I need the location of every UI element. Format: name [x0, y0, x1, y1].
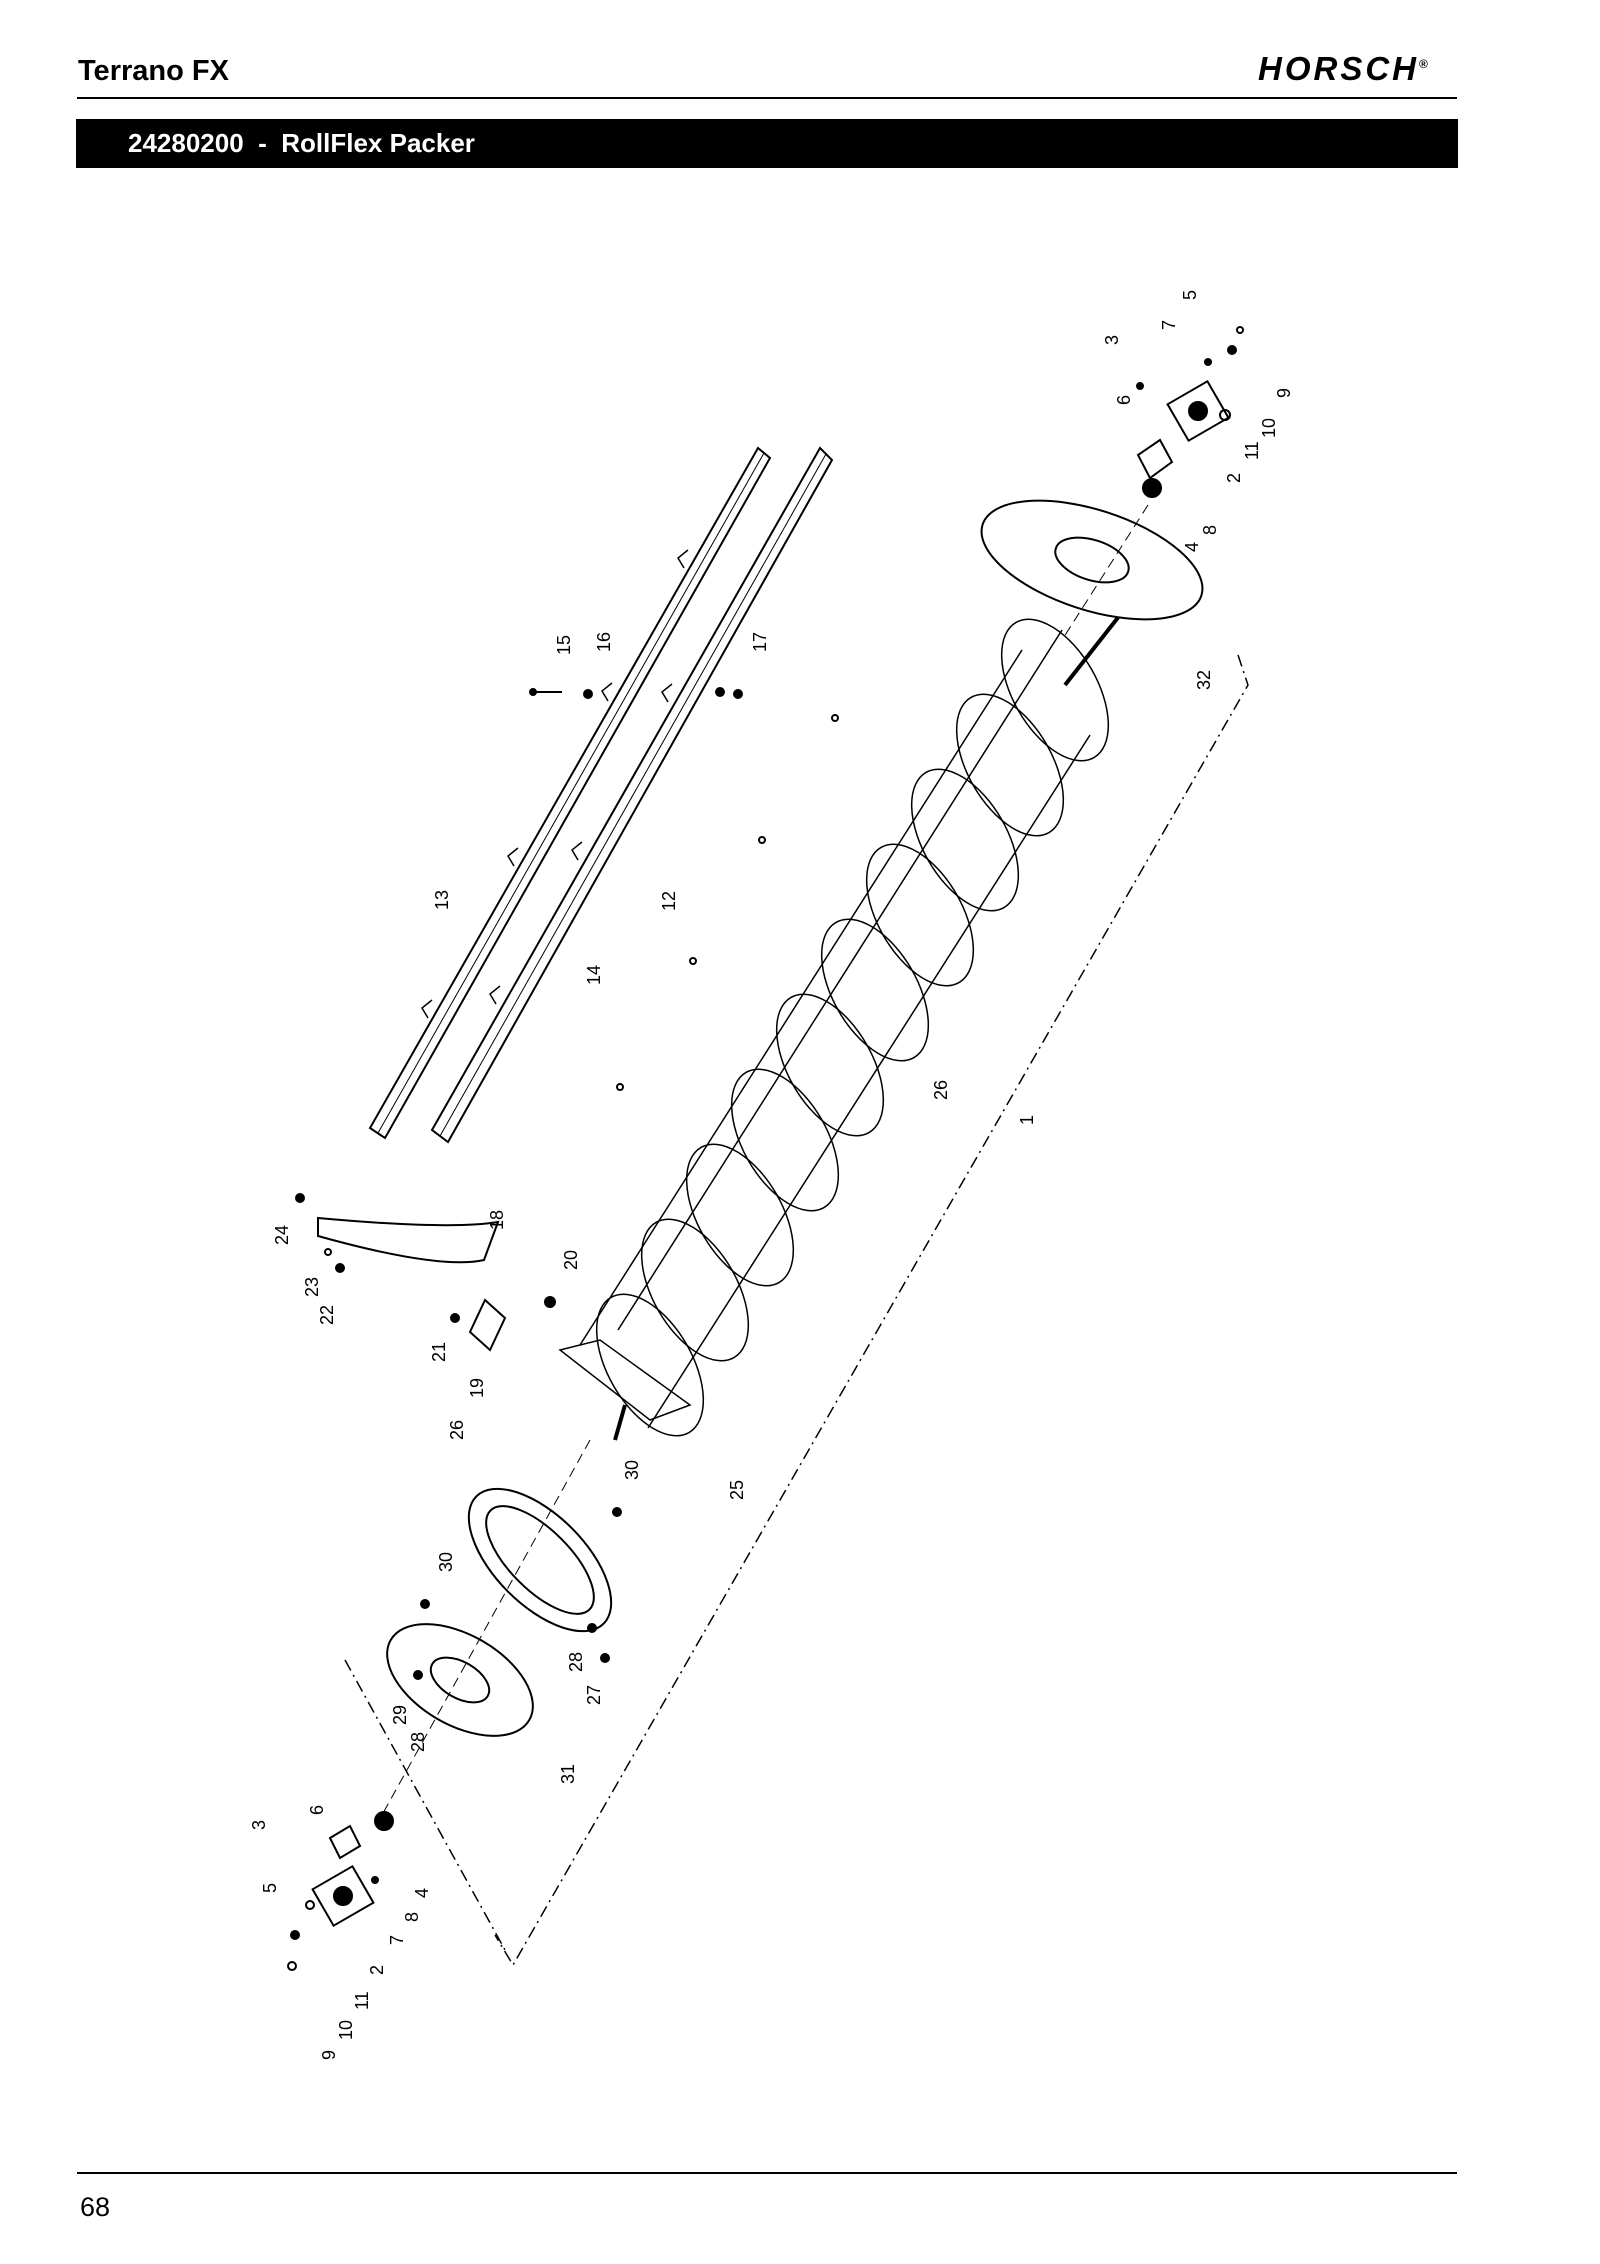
callout-4-left: 4 — [412, 1888, 432, 1898]
callout-9-left: 9 — [319, 2050, 339, 2060]
callout-3-left: 3 — [249, 1820, 269, 1830]
callout-20: 20 — [561, 1250, 581, 1270]
washer-12b — [758, 836, 766, 844]
washer-12c — [689, 957, 697, 965]
nut-17 — [715, 687, 725, 697]
callout-4: 4 — [1182, 542, 1202, 552]
roller-body — [579, 618, 1110, 1437]
left-assembly-line — [344, 1659, 506, 1951]
callout-30b: 30 — [622, 1460, 642, 1480]
washer-12d — [616, 1083, 624, 1091]
bolt-27 — [600, 1653, 610, 1663]
callout-2: 2 — [1224, 473, 1244, 483]
callout-3: 3 — [1102, 335, 1122, 345]
callout-19: 19 — [467, 1378, 487, 1398]
washer-12a — [831, 714, 839, 722]
frame-bar-14 — [430, 446, 834, 1144]
frame-bar-13 — [368, 446, 772, 1140]
bolt-20 — [544, 1296, 556, 1308]
document-model-title: Terrano FX — [78, 55, 229, 87]
section-title-bar: 24280200 - RollFlex Packer — [76, 119, 1458, 168]
roller-shaft — [1063, 613, 1122, 687]
bolt-15 — [529, 688, 562, 696]
callout-1: 1 — [1017, 1115, 1037, 1125]
logo-text: HORSCH — [1258, 50, 1420, 87]
centerline-right — [1061, 504, 1149, 641]
footer-divider — [77, 2172, 1457, 2174]
callout-5: 5 — [1180, 290, 1200, 300]
callout-17: 17 — [750, 632, 770, 652]
end-ring-31 — [386, 1623, 534, 1737]
callout-14: 14 — [584, 965, 604, 985]
washer-23 — [324, 1248, 332, 1256]
bolt-29 — [413, 1670, 423, 1680]
part-number: 24280200 — [128, 128, 244, 158]
roller-shaft-end — [613, 1404, 627, 1441]
ring-segment-26 — [467, 1487, 613, 1633]
callout-21: 21 — [429, 1342, 449, 1362]
callout-16: 16 — [594, 632, 614, 652]
bolt-30a — [420, 1599, 430, 1609]
callout-8-left: 8 — [402, 1912, 422, 1922]
section-name: RollFlex Packer — [281, 128, 475, 158]
logo-registered-mark: ® — [1419, 57, 1428, 71]
nut-28 — [587, 1623, 597, 1633]
nut-17b — [733, 689, 743, 699]
callout-15: 15 — [554, 635, 574, 655]
bolt-30b — [612, 1507, 622, 1517]
callout-27: 27 — [584, 1685, 604, 1705]
title-separator: - — [258, 128, 267, 158]
callout-2-left: 2 — [367, 1965, 387, 1975]
callout-10-left: 10 — [336, 2020, 356, 2040]
nut-24 — [295, 1193, 305, 1203]
header-divider — [77, 97, 1457, 99]
callout-9: 9 — [1274, 388, 1294, 398]
assembly-bracket-line — [494, 654, 1249, 1967]
horsch-logo: HORSCH® — [1258, 50, 1428, 88]
callout-24: 24 — [272, 1225, 292, 1245]
nut-16 — [583, 689, 593, 699]
callout-11: 11 — [1242, 441, 1262, 460]
nut-21 — [450, 1313, 460, 1323]
callout-31: 31 — [558, 1764, 578, 1784]
callout-18: 18 — [487, 1210, 507, 1230]
callout-13: 13 — [432, 890, 452, 910]
scraper-arm-18 — [317, 1216, 500, 1264]
bearing-assembly-left — [287, 1811, 394, 1971]
callout-7: 7 — [1159, 320, 1179, 330]
callout-6: 6 — [1114, 395, 1134, 405]
callout-6-left: 6 — [307, 1805, 327, 1815]
callout-22: 22 — [317, 1305, 337, 1325]
callout-10: 10 — [1259, 418, 1279, 438]
frame-bar-brackets — [421, 549, 689, 1019]
callout-26b: 26 — [447, 1420, 467, 1440]
end-cap-25 — [558, 1339, 692, 1421]
bolt-22 — [335, 1263, 345, 1273]
bearing-assembly-right — [1136, 326, 1244, 498]
callout-8: 8 — [1200, 525, 1220, 535]
scraper-blade-19 — [468, 1298, 507, 1352]
end-ring-32 — [980, 499, 1204, 621]
callout-29: 29 — [390, 1705, 410, 1725]
callout-5-left: 5 — [260, 1883, 280, 1893]
callout-26a: 26 — [931, 1080, 951, 1100]
callout-25: 25 — [727, 1480, 747, 1500]
centerline-left — [381, 1439, 591, 1816]
callout-23: 23 — [302, 1277, 322, 1297]
callout-30a: 30 — [436, 1552, 456, 1572]
callout-12: 12 — [659, 891, 679, 911]
callout-7-left: 7 — [387, 1935, 407, 1945]
callout-28b: 28 — [408, 1732, 428, 1752]
page-number: 68 — [80, 2192, 111, 2222]
callout-11-left: 11 — [352, 1991, 372, 2010]
callout-28a: 28 — [566, 1652, 586, 1672]
callout-32: 32 — [1194, 670, 1214, 690]
